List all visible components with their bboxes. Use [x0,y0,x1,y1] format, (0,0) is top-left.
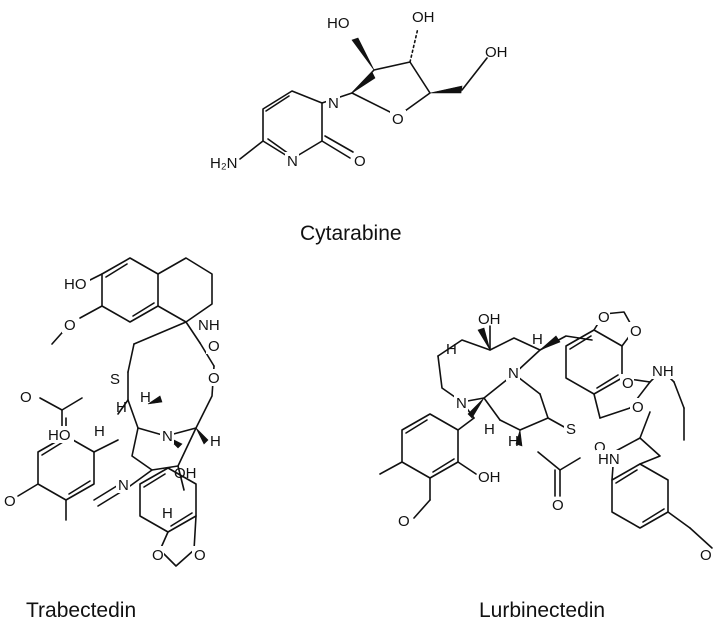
cytarabine-ho-label: HO [327,15,350,32]
cytarabine-n1-label: N [328,95,339,112]
lurbinectedin-ester-o-label: O [594,439,606,456]
lurbinectedin-dioxole-o2-label: O [630,323,642,340]
lurbinectedin-h1-label: H [446,341,457,358]
lurbinectedin-side-o-label: O [632,399,644,416]
lurbinectedin-s-label: S [566,421,576,438]
lurbinectedin-n2-label: N [456,395,467,412]
trabectedin-structure: HO O NH O O S H H H H N N OH HO O O O O … [4,257,222,622]
trabectedin-h3-label: H [94,423,105,440]
trabectedin-ester-o-label: O [208,370,220,387]
lurbinectedin-aryl-oh-label: OH [478,469,501,486]
cytarabine-oh-label: OH [412,9,435,26]
trabectedin-oh-label: OH [174,465,197,482]
trabectedin-ome-o-label: O [64,317,76,334]
trabectedin-dioxole-o1-label: O [152,547,164,564]
cytarabine-nh2-label: H₂N [210,155,238,172]
trabectedin-carbonyl-o-label: O [208,338,220,355]
trabectedin-h2-label: H [140,389,151,406]
trabectedin-name: Trabectedin [26,599,136,622]
trabectedin-h4-label: H [210,433,221,450]
cytarabine-carbonyl-o-label: O [354,153,366,170]
cytarabine-ch2oh-label: OH [485,44,508,61]
trabectedin-n2-label: N [118,477,129,494]
lurbinectedin-h2-label: H [532,331,543,348]
cytarabine-name: Cytarabine [300,222,402,245]
trabectedin-nh-label: NH [198,317,220,334]
lurbinectedin-h3-label: H [484,421,495,438]
lurbinectedin-acetyl-o-label: O [552,497,564,514]
trabectedin-h5-label: H [162,505,173,522]
lurbinectedin-dioxole-o1-label: O [598,309,610,326]
trabectedin-ome2-o-label: O [4,493,16,510]
trabectedin-s-label: S [110,371,120,388]
lurbinectedin-bridge-o-label: O [622,375,634,392]
cytarabine-n3-label: N [287,153,298,170]
trabectedin-side-ho-label: HO [48,427,71,444]
lurbinectedin-structure: OH H H H H N N S O O O NH OH O O O HN O … [379,308,713,622]
trabectedin-n1-label: N [162,428,173,445]
trabectedin-dioxole-o2-label: O [194,547,206,564]
lurbinectedin-oh-label: OH [478,311,501,328]
cytarabine-structure: HO OH OH O N N O H₂N Cytarabine [210,9,508,245]
trabectedin-acetyl-o-label: O [20,389,32,406]
trabectedin-ho-label: HO [64,276,87,293]
lurbinectedin-n1-label: N [508,365,519,382]
cytarabine-ring-o-label: O [392,111,404,128]
lurbinectedin-ome-o-label: O [398,513,410,530]
lurbinectedin-nh-label: NH [652,363,674,380]
lurbinectedin-indole-ome-o-label: O [700,547,712,564]
lurbinectedin-name: Lurbinectedin [479,599,605,622]
lurbinectedin-h4-label: H [508,433,519,450]
lurbinectedin-indole-hn-label: HN [598,451,620,468]
trabectedin-h1-label: H [116,399,127,416]
